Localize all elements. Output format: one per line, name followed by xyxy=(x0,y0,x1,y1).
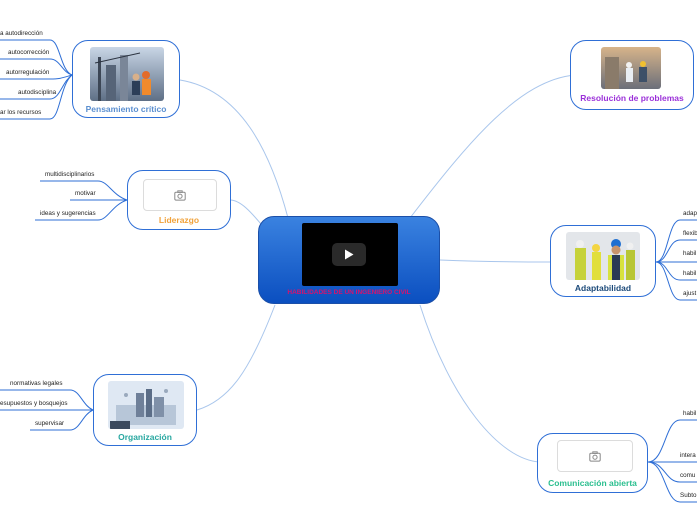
leaf-autodireccion: a autodirección xyxy=(0,30,43,37)
leaf-habil-com: habil xyxy=(683,410,697,417)
leaf-supervisar: supervisar xyxy=(35,420,65,427)
node-adaptabilidad[interactable]: Adaptabilidad xyxy=(550,225,656,297)
leaf-multidisciplinarios: multidisciplinarios xyxy=(45,171,95,178)
engineers-site-image xyxy=(601,47,661,89)
workers-team-image xyxy=(566,232,640,280)
video-thumbnail[interactable] xyxy=(302,223,398,286)
node-title: Resolución de problemas xyxy=(580,93,684,103)
node-title: Adaptabilidad xyxy=(574,283,632,293)
leaf-adap: adap xyxy=(683,210,697,217)
node-title: Pensamiento crítico xyxy=(85,104,167,114)
planning-image xyxy=(108,381,184,429)
node-organizacion[interactable]: Organización xyxy=(93,374,197,446)
leaf-comu: comu xyxy=(680,472,696,479)
node-title: Organización xyxy=(118,432,172,442)
node-resolucion-problemas[interactable]: Resolución de problemas xyxy=(570,40,694,110)
leaf-autodisciplina: autodisciplina xyxy=(18,89,57,96)
leaf-normativas-legales: normativas legales xyxy=(10,380,63,387)
leaf-recursos: ar los recursos xyxy=(0,109,42,116)
node-title: Liderazgo xyxy=(158,215,200,225)
leaf-subto: Subto xyxy=(680,492,697,499)
leaf-habil-2: habil xyxy=(683,270,697,277)
node-title: Comunicación abierta xyxy=(548,478,637,488)
construction-site-image xyxy=(90,47,164,101)
node-liderazgo[interactable]: Liderazgo xyxy=(127,170,231,230)
central-title: HABILIDADES DE UN INGENIERO CIVIL xyxy=(287,289,411,296)
leaf-motivar: motivar xyxy=(75,190,96,197)
leaf-ajust: ajust xyxy=(683,290,697,297)
leaf-intera: intera xyxy=(680,452,696,459)
camera-icon xyxy=(143,179,217,211)
play-icon[interactable] xyxy=(332,243,366,266)
node-pensamiento-critico[interactable]: Pensamiento crítico xyxy=(72,40,180,118)
central-topic[interactable]: HABILIDADES DE UN INGENIERO CIVIL xyxy=(258,216,440,304)
leaf-flexib: flexib xyxy=(683,230,697,237)
leaf-autocorreccion: autocorrección xyxy=(8,49,50,56)
leaf-autorregulacion: autorregulación xyxy=(6,69,50,76)
camera-icon xyxy=(557,440,633,472)
leaf-ideas-sugerencias: ideas y sugerencias xyxy=(40,210,96,217)
node-comunicacion-abierta[interactable]: Comunicación abierta xyxy=(537,433,648,493)
leaf-habil-1: habil xyxy=(683,250,697,257)
leaf-presupuestos-bosquejos: esupuestos y bosquejos xyxy=(0,400,68,407)
